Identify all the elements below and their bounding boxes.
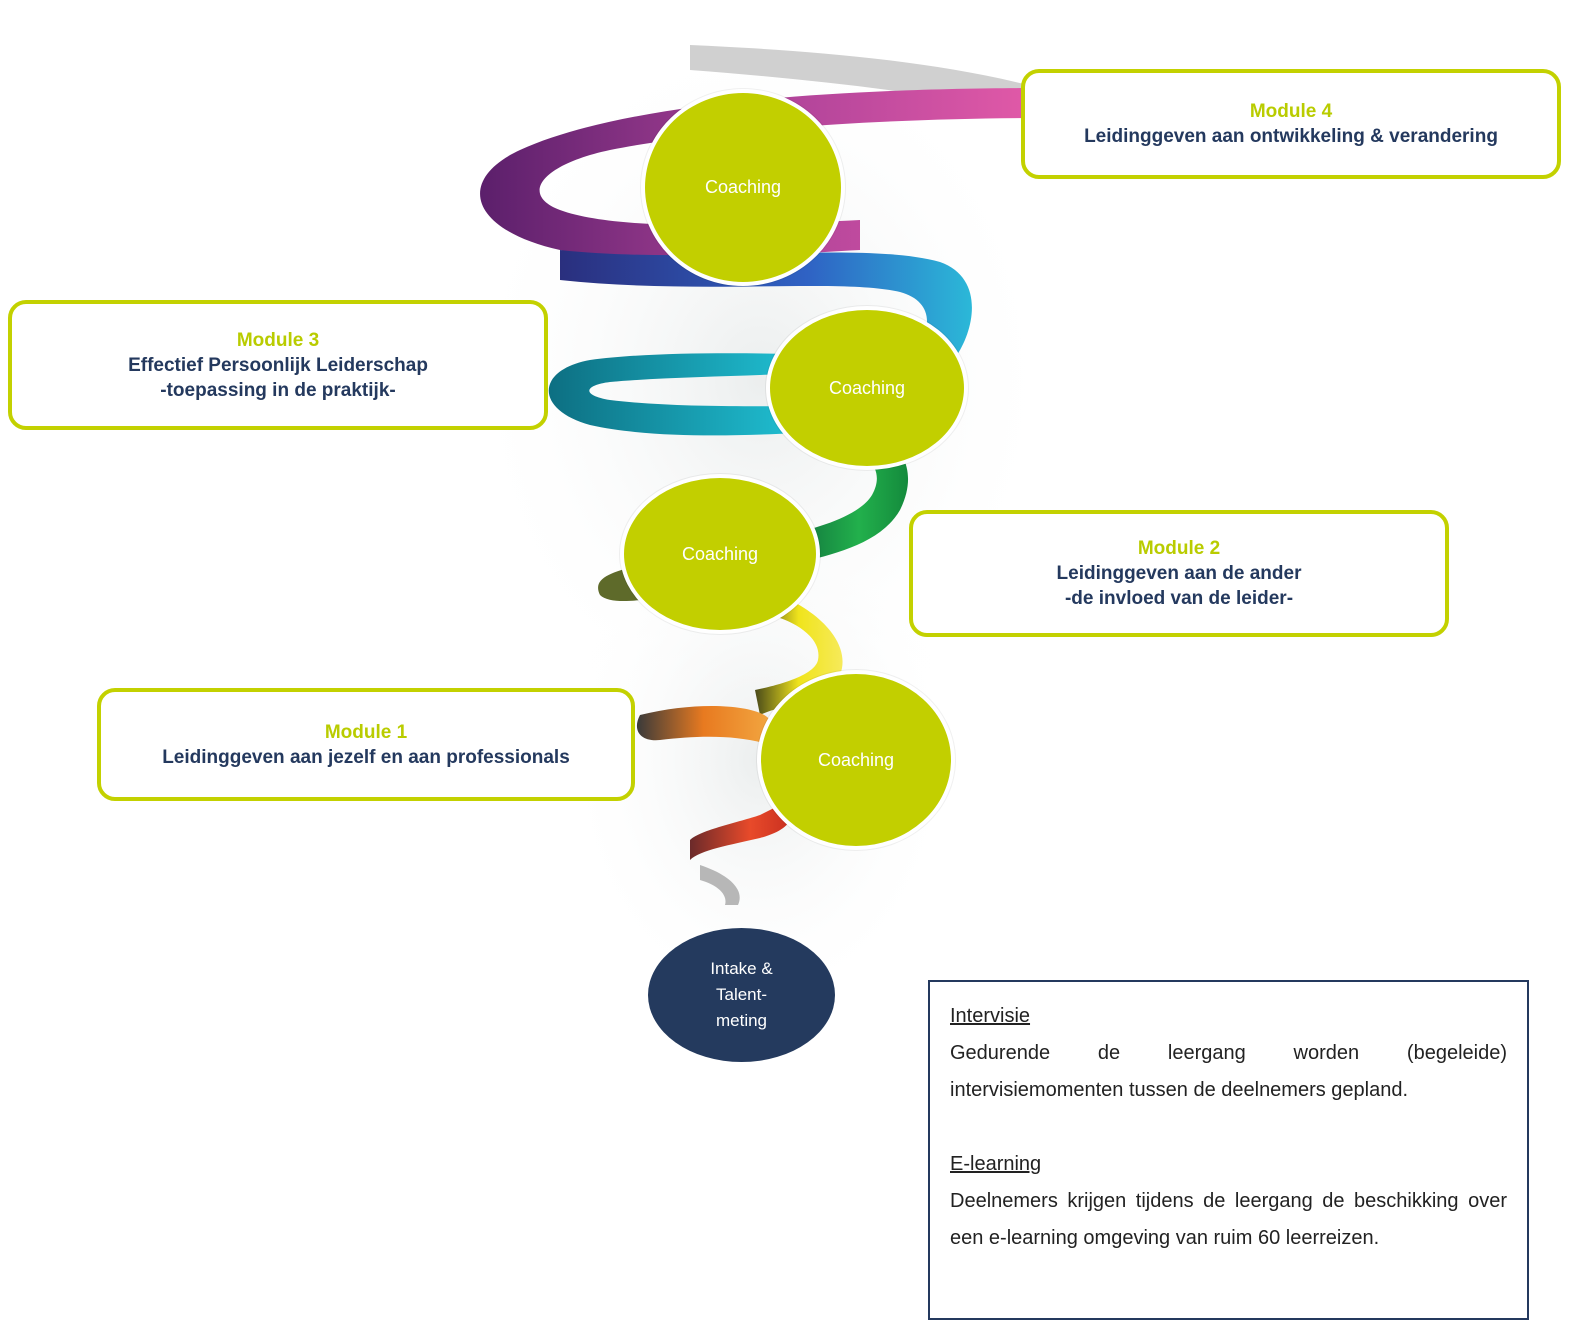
coaching-circle-top: Coaching <box>641 89 845 286</box>
intervisie-heading: Intervisie <box>950 1005 1031 1027</box>
intake-line-3: meting <box>715 1011 768 1030</box>
module-3-line-1: Effectief Persoonlijk Leiderschap <box>128 354 428 376</box>
module-1-title: Module 1 <box>324 721 408 743</box>
coaching-circle-lower: Coaching <box>757 670 955 850</box>
intake-circle: Intake & Talent- meting <box>648 928 835 1062</box>
coaching-label: Coaching <box>817 749 895 770</box>
intake-line-2: Talent- <box>715 985 768 1004</box>
module-4-title: Module 4 <box>1249 101 1333 122</box>
info-spacer <box>950 1109 1507 1146</box>
intervisie-text: Gedurende de leergang worden (begeleide)… <box>950 1042 1507 1101</box>
module-3-line-2: -toepassing in de praktijk- <box>160 379 396 401</box>
module-3-box: Module 3 Effectief Persoonlijk Leidersch… <box>8 300 548 430</box>
module-4-box: Module 4 Leidinggeven aan ontwikkeling &… <box>1021 69 1561 179</box>
coaching-circle-upper: Coaching <box>766 306 968 470</box>
module-2-line-2: -de invloed van de leider- <box>1064 588 1294 609</box>
coaching-label: Coaching <box>704 177 782 197</box>
coaching-label: Coaching <box>828 377 906 398</box>
module-1-line-1: Leidinggeven aan jezelf en aan professio… <box>162 746 570 768</box>
coaching-label: Coaching <box>681 543 759 564</box>
info-box: Intervisie Gedurende de leergang worden … <box>928 980 1529 1320</box>
elearning-text: Deelnemers krijgen tijdens de leergang d… <box>950 1190 1507 1249</box>
module-1-box: Module 1 Leidinggeven aan jezelf en aan … <box>97 688 635 801</box>
module-2-box: Module 2 Leidinggeven aan de ander -de i… <box>909 510 1449 637</box>
module-2-title: Module 2 <box>1137 538 1221 559</box>
coaching-circle-middle: Coaching <box>620 474 820 634</box>
module-4-line-1: Leidinggeven aan ontwikkeling & verander… <box>1084 126 1498 147</box>
intake-line-1: Intake & <box>710 959 773 978</box>
module-3-title: Module 3 <box>236 329 320 351</box>
module-2-line-1: Leidinggeven aan de ander <box>1056 563 1302 584</box>
elearning-heading: E-learning <box>950 1153 1042 1175</box>
